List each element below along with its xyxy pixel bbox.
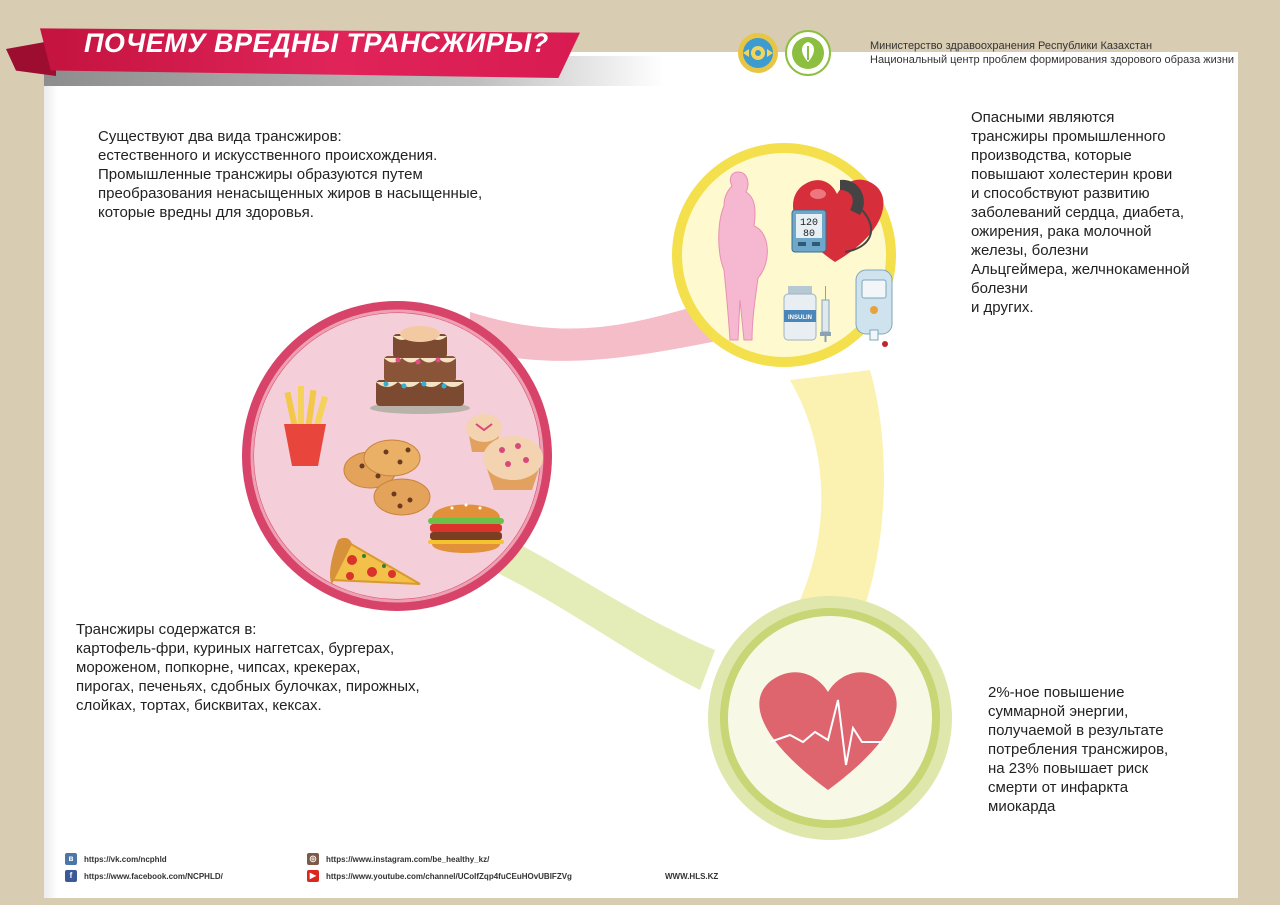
- emblem-icon: [737, 32, 779, 79]
- poster-sheet: [44, 52, 1238, 898]
- sources-line: Трансжиры содержатся в:: [76, 621, 257, 638]
- monitor-bottom-value: 80: [803, 229, 815, 240]
- muffin-icon: [466, 414, 543, 490]
- pizza-icon: [330, 537, 421, 585]
- site-link[interactable]: WWW.HLS.KZ: [665, 872, 719, 881]
- intro-line: естественного и искусственного происхожд…: [98, 147, 438, 164]
- intro-line: Существуют два вида трансжиров:: [98, 128, 342, 145]
- intro-line: Промышленные трансжиры образуются путем: [98, 166, 423, 183]
- sheet-shadow: [44, 52, 58, 898]
- danger-line: болезни: [971, 280, 1028, 297]
- danger-line: производства, которые: [971, 147, 1132, 164]
- intro-line: которые вредны для здоровья.: [98, 204, 314, 221]
- ministry-caption: Министерство здравоохранения Республики …: [870, 39, 1234, 67]
- monitor-top-value: 120: [800, 218, 818, 229]
- sources-line: картофель-фри, куриных наггетсах, бургер…: [76, 640, 395, 657]
- title-banner: [40, 28, 580, 78]
- intro-text: Существуют два вида трансжиров: естестве…: [98, 127, 482, 222]
- danger-line: и других.: [971, 299, 1034, 316]
- youtube-link[interactable]: https://www.youtube.com/channel/UCoIfZqp…: [326, 872, 572, 881]
- sources-text: Трансжиры содержатся в: картофель-фри, к…: [76, 620, 420, 715]
- burger-icon: [428, 503, 504, 553]
- heart-pulse-icon: [759, 672, 897, 790]
- facebook-icon: f: [65, 870, 77, 882]
- cake-icon: [370, 326, 470, 414]
- instagram-icon: ◎: [307, 853, 319, 865]
- youtube-icon: ▶: [307, 870, 319, 882]
- obese-silhouette-icon: [718, 171, 768, 341]
- sources-line: мороженом, попкорне, чипсах, крекерах,: [76, 659, 361, 676]
- fries-icon: [284, 386, 329, 466]
- facebook-link[interactable]: https://www.facebook.com/NCPHLD/: [84, 872, 223, 881]
- insulin-vial-icon: INSULIN: [783, 286, 817, 341]
- risk-line: миокарда: [988, 798, 1056, 815]
- healthy-lifestyle-logo-icon: [785, 30, 831, 81]
- ministry-line-2: Национальный центр проблем формирования …: [870, 54, 1235, 66]
- syringe-icon: [820, 286, 831, 342]
- risk-line: получаемой в результате: [988, 722, 1164, 739]
- insulin-label: INSULIN: [788, 315, 812, 321]
- instagram-link[interactable]: https://www.instagram.com/be_healthy_kz/: [326, 855, 490, 864]
- risk-text: 2%-ное повышение суммарной энергии, полу…: [988, 683, 1168, 816]
- danger-text: Опасными являются трансжиры промышленног…: [971, 108, 1190, 317]
- sources-line: пирогах, печеньях, сдобных булочках, пир…: [76, 678, 420, 695]
- risk-line: потребления трансжиров,: [988, 741, 1169, 758]
- sources-line: слойках, тортах, бисквитах, кексах.: [76, 697, 322, 714]
- danger-line: железы, болезни: [971, 242, 1089, 259]
- blood-pressure-monitor-icon: 120 80: [791, 209, 827, 253]
- risk-line: суммарной энергии,: [988, 703, 1129, 720]
- connector-pink-yellow: [470, 300, 722, 361]
- risk-line: смерти от инфаркта: [988, 779, 1129, 796]
- glucometer-icon: [855, 269, 893, 347]
- risk-line: на 23% повышает риск: [988, 760, 1149, 777]
- intro-line: преобразования ненасыщенных жиров в насы…: [98, 185, 483, 202]
- danger-line: повышают холестерин крови: [971, 166, 1173, 183]
- danger-line: Альцгеймера, желчнокаменной: [971, 261, 1190, 278]
- danger-line: трансжиры промышленного: [971, 128, 1166, 145]
- danger-line: Опасными являются: [971, 109, 1115, 126]
- vk-link[interactable]: https://vk.com/ncphld: [84, 855, 167, 864]
- cookies-icon: [343, 439, 431, 516]
- risk-line: 2%-ное повышение: [988, 684, 1125, 701]
- danger-line: заболеваний сердца, диабета,: [971, 204, 1185, 221]
- vk-icon: в: [65, 853, 77, 865]
- danger-line: ожирения, рака молочной: [971, 223, 1152, 240]
- danger-line: и способствуют развитию: [971, 185, 1150, 202]
- connector-yellow-green: [790, 370, 884, 620]
- page-title: ПОЧЕМУ ВРЕДНЫ ТРАНСЖИРЫ?: [84, 28, 549, 58]
- connector-pink-green: [470, 520, 715, 690]
- ministry-line-1: Министерство здравоохранения Республики …: [870, 40, 1153, 52]
